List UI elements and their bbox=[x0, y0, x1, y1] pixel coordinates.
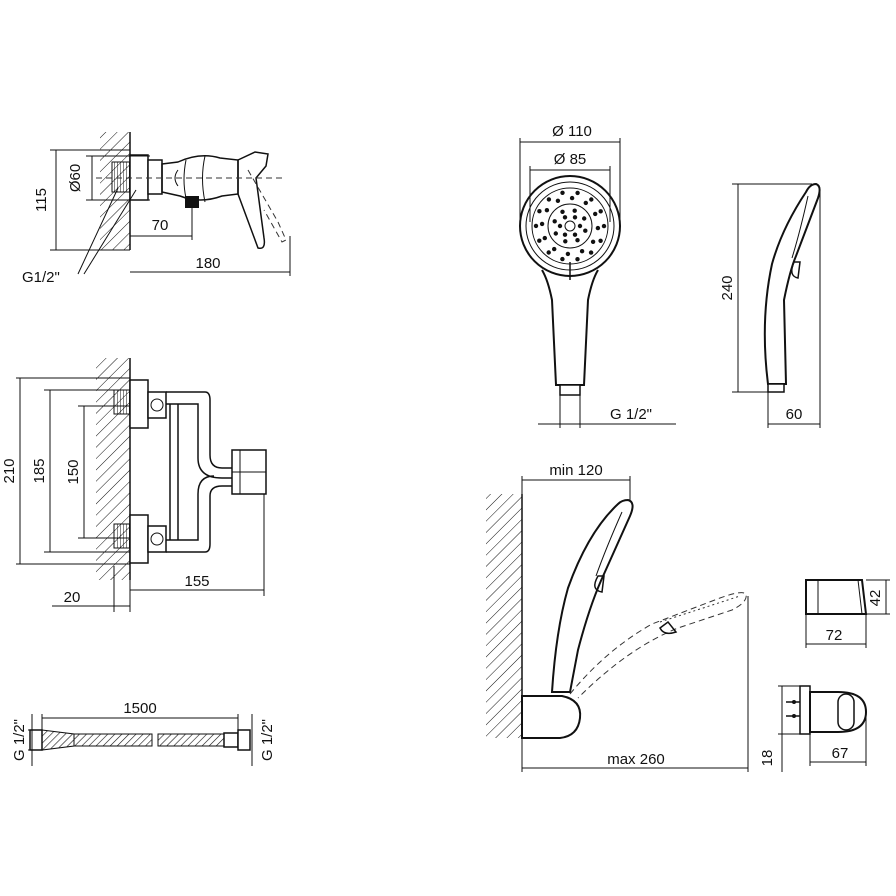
nozzle-dot bbox=[553, 231, 558, 236]
nozzle-dot bbox=[588, 250, 594, 255]
label-shower-thread: G 1/2" bbox=[610, 406, 652, 423]
dim-115: 115 bbox=[33, 188, 50, 212]
nozzle-dot bbox=[555, 198, 561, 203]
nozzle-dot bbox=[583, 200, 588, 206]
nozzle-dot bbox=[598, 209, 603, 214]
nozzle-dot bbox=[575, 238, 580, 243]
dim-67: 67 bbox=[832, 745, 849, 762]
nozzle-dot bbox=[560, 256, 565, 262]
mixer-side-view: Ø60 115 70 180 G1/2" bbox=[22, 132, 291, 286]
installation-view: min 120 max 260 bbox=[486, 462, 749, 772]
dim-155: 155 bbox=[184, 573, 209, 590]
hand-shower-side-view: 240 60 bbox=[719, 182, 821, 428]
dim-max-260: max 260 bbox=[607, 751, 665, 768]
dim-18: 18 bbox=[759, 750, 776, 767]
wall-hatch bbox=[486, 494, 522, 738]
nozzle-dot bbox=[557, 223, 563, 229]
nozzle-dot bbox=[589, 197, 594, 202]
nozzle-dot bbox=[533, 223, 539, 229]
dim-60: 60 bbox=[786, 406, 803, 423]
label-thread-g12: G1/2" bbox=[22, 269, 60, 286]
dim-d85: Ø 85 bbox=[554, 151, 587, 168]
nozzle-dot bbox=[552, 246, 557, 252]
nozzle-dot bbox=[542, 235, 547, 241]
nozzle-dot bbox=[537, 209, 542, 214]
nozzle-dot bbox=[560, 209, 565, 214]
label-hose-thread-left: G 1/2" bbox=[11, 719, 28, 761]
nozzle-pattern bbox=[533, 190, 607, 262]
nozzle-dot bbox=[601, 223, 607, 229]
nozzle-dot bbox=[575, 190, 580, 196]
mixer-front-view: 210 185 150 20 155 bbox=[1, 358, 267, 612]
nozzle-dot bbox=[582, 216, 587, 221]
dim-150: 150 bbox=[65, 459, 82, 484]
dim-180: 180 bbox=[195, 255, 220, 272]
dim-72: 72 bbox=[826, 627, 843, 644]
nozzle-dot bbox=[575, 257, 580, 262]
hand-shower-front-view: Ø 110 Ø 85 G 1/2" bbox=[519, 123, 676, 428]
dim-42: 42 bbox=[867, 590, 884, 607]
nozzle-dot bbox=[537, 238, 542, 243]
nozzle-dot bbox=[562, 215, 568, 220]
nozzle-dot bbox=[579, 249, 585, 254]
nozzle-dot bbox=[560, 190, 565, 195]
nozzle-dot bbox=[546, 250, 551, 255]
dim-70: 70 bbox=[152, 217, 169, 234]
nozzle-dot bbox=[539, 221, 545, 227]
nozzle-dot bbox=[590, 239, 596, 244]
nozzle-dot bbox=[569, 195, 575, 201]
nozzle-dot bbox=[572, 215, 578, 220]
nozzle-dot bbox=[565, 251, 571, 257]
dim-d60: Ø60 bbox=[67, 164, 84, 192]
dim-min-120: min 120 bbox=[549, 462, 602, 479]
nozzle-dot bbox=[577, 223, 583, 229]
dim-185: 185 bbox=[31, 458, 48, 483]
dim-210: 210 bbox=[1, 458, 18, 483]
holder-view: 42 72 18 67 bbox=[759, 579, 890, 772]
dim-240: 240 bbox=[719, 275, 736, 300]
nozzle-dot bbox=[598, 238, 603, 243]
nozzle-dot bbox=[572, 208, 577, 213]
label-hose-thread-right: G 1/2" bbox=[259, 719, 276, 761]
nozzle-dot bbox=[562, 232, 568, 237]
nozzle-dot bbox=[546, 197, 552, 202]
nozzle-dot bbox=[583, 228, 588, 233]
dim-d110: Ø 110 bbox=[552, 123, 592, 140]
nozzle-dot bbox=[552, 219, 557, 224]
dim-20: 20 bbox=[64, 589, 81, 606]
nozzle-dot bbox=[563, 239, 568, 244]
nozzle-dot bbox=[593, 211, 598, 217]
hose-view: 1500 G 1/2" G 1/2" bbox=[11, 700, 276, 766]
nozzle-dot bbox=[572, 232, 578, 237]
dim-1500: 1500 bbox=[123, 700, 156, 717]
nozzle-dot bbox=[595, 225, 601, 231]
nozzle-dot bbox=[544, 208, 550, 213]
